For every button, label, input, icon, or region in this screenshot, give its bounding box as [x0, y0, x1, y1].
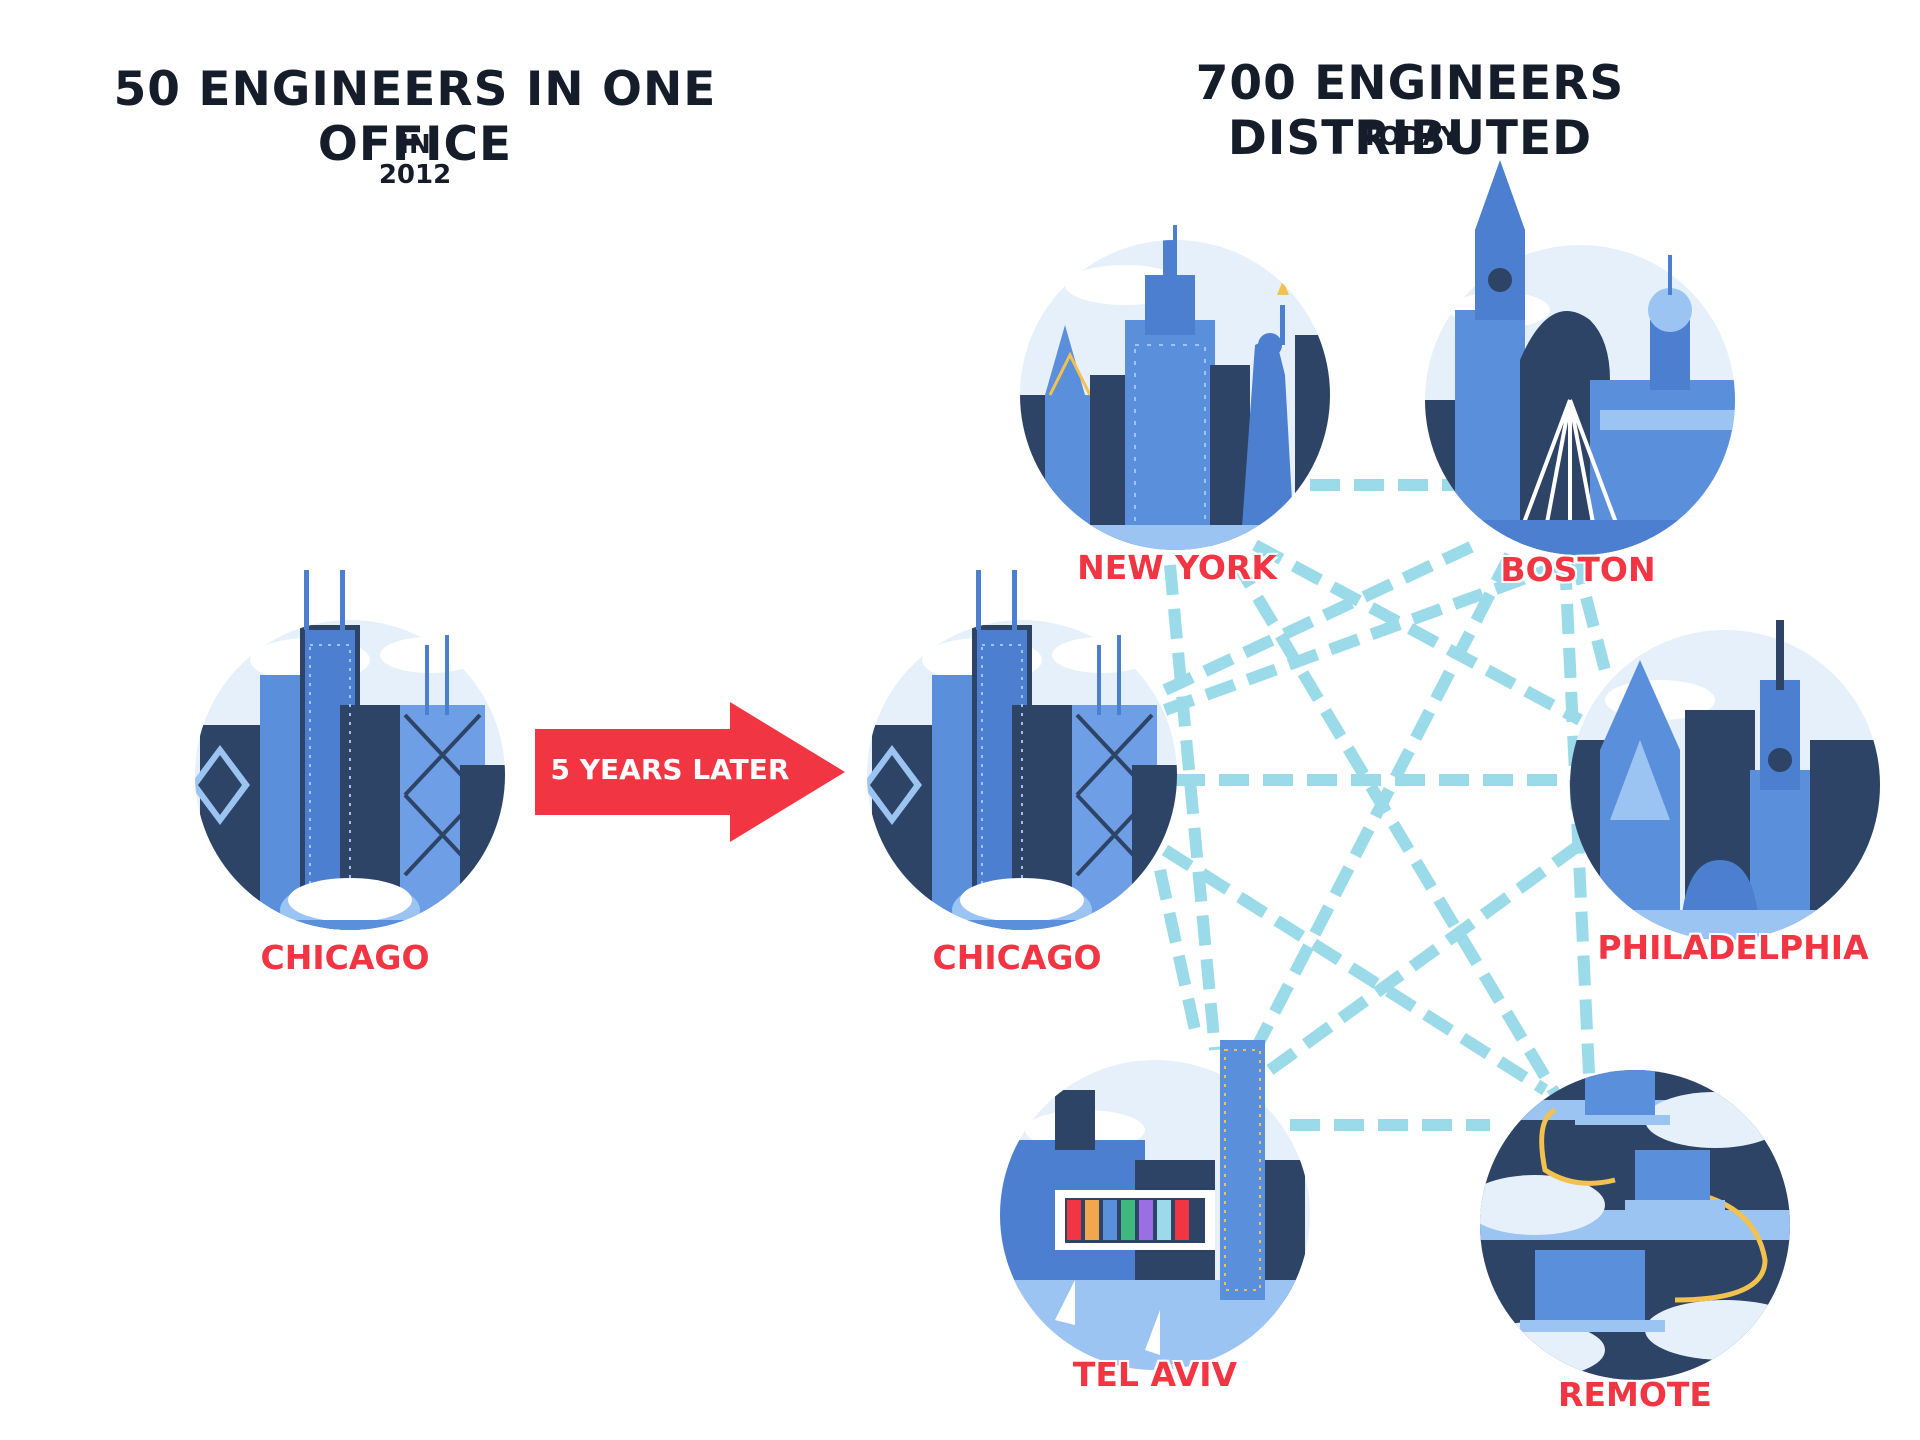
remote-laptops-icon [1480, 1070, 1790, 1380]
left-heading: 50 ENGINEERS IN ONE OFFICE [113, 62, 717, 172]
connection-line [1229, 556, 1571, 1114]
connection-line [1154, 868, 1201, 1032]
arrow-label: 5 YEARS LATER [550, 753, 790, 786]
connection-line [1162, 554, 1578, 716]
right-subheading: TODAY [1361, 122, 1459, 152]
connection-line [1266, 825, 1604, 1075]
chicago-skyline-icon [867, 570, 1177, 930]
city-label-chicago-right: CHICAGO [932, 938, 1102, 977]
arrow-icon [535, 702, 845, 842]
city-label-philadelphia: PHILADELPHIA [1597, 928, 1869, 967]
new-york-skyline-icon [1020, 225, 1330, 550]
chicago-skyline-icon [195, 570, 505, 930]
connection-line [1252, 539, 1583, 726]
city-label-chicago-left: CHICAGO [260, 938, 430, 977]
right-heading: 700 ENGINEERS DISTRIBUTED [1195, 56, 1625, 166]
philadelphia-skyline-icon [1570, 620, 1880, 940]
tel-aviv-skyline-icon [1000, 1040, 1310, 1370]
boston-skyline-icon [1425, 160, 1735, 555]
city-label-new-york: NEW YORK [1077, 548, 1277, 587]
city-label-remote: REMOTE [1558, 1375, 1712, 1414]
city-label-boston: BOSTON [1500, 550, 1656, 589]
left-subheading: IN 2012 [378, 130, 452, 190]
connection-line [1161, 844, 1549, 1096]
connection-line [1569, 553, 1611, 672]
connection-line [1162, 539, 1478, 696]
city-label-tel-aviv: TEL AVIV [1072, 1355, 1238, 1394]
connection-line [1164, 564, 1221, 1051]
connection-line [1244, 552, 1516, 1063]
